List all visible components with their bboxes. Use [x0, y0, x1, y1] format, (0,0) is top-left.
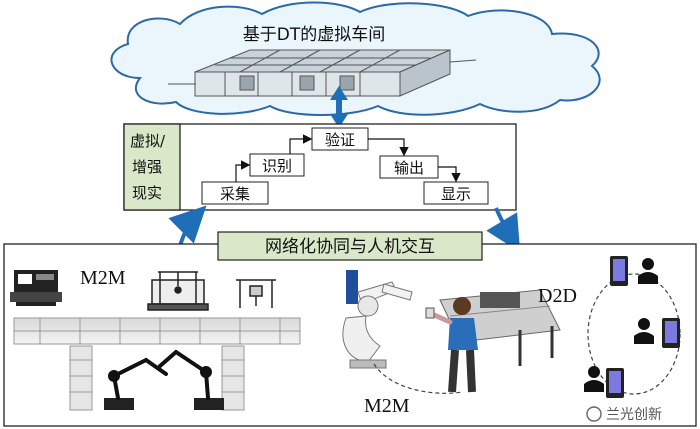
watermark: 兰光创新 [586, 406, 662, 423]
user-middle-icon [634, 318, 654, 344]
sync-double-arrow [330, 86, 348, 128]
network-title-box [217, 231, 483, 261]
cloud: 基于DT的虚拟车间 [110, 1, 601, 116]
cloud-title: 基于DT的虚拟车间 [243, 25, 385, 45]
arrow-collect-to-recognize [235, 160, 251, 182]
d2d-label: D2D [538, 285, 577, 307]
warehouse-floor [13, 317, 301, 411]
robot-arm-left-icon [104, 358, 168, 410]
virtual-ar-label-line-1: 虚拟/ [130, 132, 166, 150]
arrow-network-to-panel [168, 205, 207, 247]
user-top-icon [638, 258, 658, 284]
m2m-bottom-label: M2M [364, 395, 410, 417]
assembly-cell-icon [236, 279, 276, 308]
tablet-top-icon [610, 256, 628, 286]
tablet-bottom-icon [606, 368, 624, 398]
step-collect-label: 采集 [220, 185, 250, 203]
m2m-top-label: M2M [80, 267, 126, 289]
robot-arm-right-icon [158, 350, 224, 410]
gantry-machine-icon [147, 271, 209, 311]
tablet-middle-icon [662, 318, 680, 348]
step-display: 显示 [423, 181, 489, 205]
m2m-bottom-dashed-link [373, 363, 463, 394]
step-recognize: 识别 [249, 153, 305, 177]
arrow-verify-to-output [368, 138, 409, 157]
virtual-workshop-image [168, 49, 477, 97]
virtual-ar-label-line-3: 现实 [132, 184, 162, 202]
cnc-machine-icon [10, 270, 62, 306]
worker-figure-icon [425, 297, 478, 393]
user-bottom-icon [584, 366, 604, 392]
virtual-ar-panel: 虚拟/ 增强 现实 采集 识别 验证 输出 显示 [123, 123, 517, 211]
arrow-output-to-display [438, 166, 461, 183]
step-output: 输出 [379, 155, 439, 179]
step-display-label: 显示 [441, 185, 471, 203]
step-recognize-label: 识别 [262, 157, 292, 175]
industrial-robot-icon [342, 270, 413, 369]
step-collect: 采集 [201, 181, 269, 205]
network-title: 网络化协同与人机交互 [265, 237, 435, 257]
virtual-ar-label-box [123, 123, 181, 211]
watermark-text: 兰光创新 [606, 407, 662, 423]
virtual-ar-label-line-2: 增强 [132, 158, 162, 176]
watermark-logo-icon [586, 406, 602, 422]
step-output-label: 输出 [394, 159, 424, 177]
step-verify: 验证 [311, 127, 369, 151]
network-area: 网络化协同与人机交互 M2M [3, 231, 697, 427]
step-verify-label: 验证 [325, 131, 355, 149]
arrow-recognize-to-verify [289, 134, 313, 154]
arrow-panel-to-network [486, 207, 521, 253]
